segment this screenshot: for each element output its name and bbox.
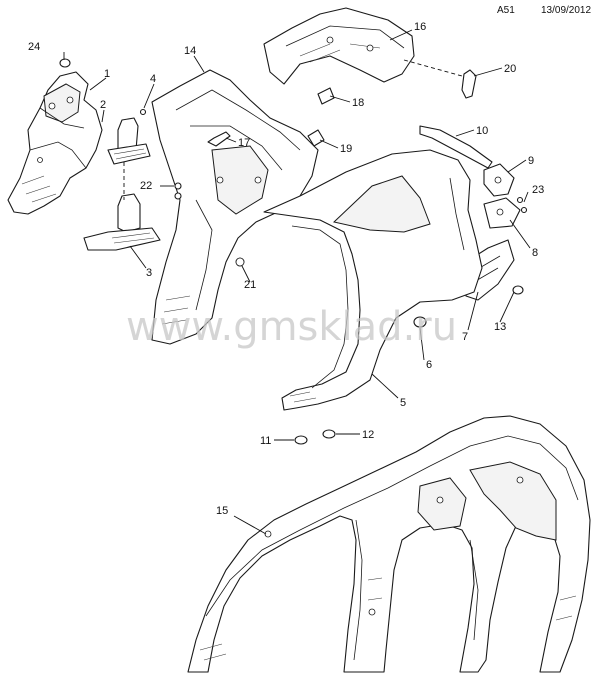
callout-4: 4 bbox=[150, 73, 156, 85]
callout-5: 5 bbox=[400, 397, 406, 409]
callout-18: 18 bbox=[352, 97, 364, 109]
callout-3: 3 bbox=[146, 267, 152, 279]
part-plugs-22 bbox=[174, 182, 182, 200]
callout-24: 24 bbox=[28, 41, 40, 53]
part-bracket-18 bbox=[317, 87, 335, 105]
callout-17: 17 bbox=[238, 137, 250, 149]
callout-7: 7 bbox=[462, 331, 468, 343]
part-bracket-9 bbox=[483, 163, 515, 197]
callout-14: 14 bbox=[184, 45, 196, 57]
leader-lines bbox=[63, 29, 531, 535]
part-bracket-8 bbox=[483, 197, 521, 229]
part-bracket-4 bbox=[107, 108, 151, 165]
part-body-side-frame bbox=[187, 415, 591, 673]
part-plug-12 bbox=[322, 429, 336, 439]
part-inner-quarter-panel bbox=[151, 69, 319, 345]
callout-21: 21 bbox=[244, 279, 256, 291]
part-wheelhouse-bracket bbox=[7, 71, 103, 215]
callout-15: 15 bbox=[216, 505, 228, 517]
callout-2: 2 bbox=[100, 99, 106, 111]
callout-20: 20 bbox=[504, 63, 516, 75]
callout-labels: 24 1 2 4 3 14 16 20 18 17 19 22 21 10 9 … bbox=[28, 21, 544, 517]
callout-1: 1 bbox=[104, 68, 110, 80]
part-bracket-3 bbox=[83, 193, 161, 251]
callout-22: 22 bbox=[140, 180, 152, 192]
part-clip-20 bbox=[461, 69, 477, 99]
diagram-date: 13/09/2012 bbox=[541, 5, 591, 16]
part-plug-6 bbox=[413, 316, 427, 328]
callout-12: 12 bbox=[362, 429, 374, 441]
diagram-code: A51 bbox=[497, 5, 515, 16]
callout-19: 19 bbox=[340, 143, 352, 155]
callout-8: 8 bbox=[532, 247, 538, 259]
part-clips-23 bbox=[516, 196, 528, 214]
callout-23: 23 bbox=[532, 184, 544, 196]
callout-10: 10 bbox=[476, 125, 488, 137]
callout-16: 16 bbox=[414, 21, 426, 33]
part-outer-quarter-panel bbox=[263, 149, 483, 411]
part-plug-13 bbox=[512, 285, 524, 295]
callout-11: 11 bbox=[260, 435, 271, 447]
callout-13: 13 bbox=[494, 321, 506, 333]
callout-9: 9 bbox=[528, 155, 534, 167]
part-bracket-19 bbox=[307, 129, 325, 147]
watermark: www.gmsklad.ru bbox=[126, 304, 457, 350]
part-clip-24 bbox=[59, 58, 71, 68]
part-strap-17 bbox=[207, 131, 231, 147]
part-plug-11 bbox=[294, 435, 308, 445]
callout-6: 6 bbox=[426, 359, 432, 371]
part-roof-rail bbox=[263, 7, 415, 85]
leader-roof-clip bbox=[403, 59, 463, 77]
part-plug-21 bbox=[235, 257, 245, 267]
